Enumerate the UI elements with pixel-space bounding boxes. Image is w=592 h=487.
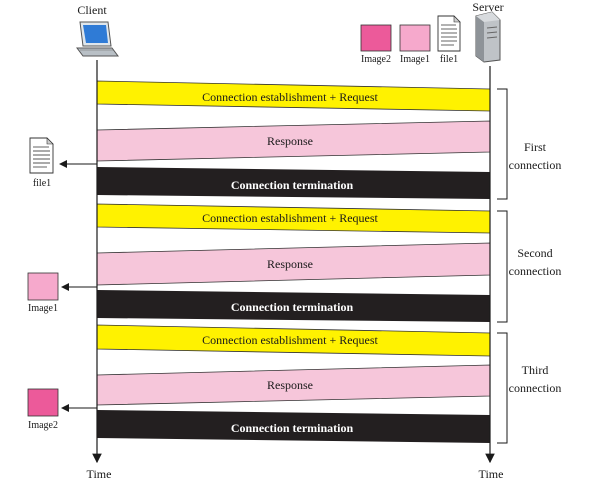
- termination-label: Connection termination: [231, 178, 354, 192]
- document-icon: [437, 15, 461, 52]
- connection-1: Connection establishment + Request Respo…: [96, 80, 491, 199]
- server-file-image1: Image1: [399, 24, 431, 65]
- server-time-label: Time: [479, 467, 504, 481]
- received-image1: Image1: [27, 272, 59, 314]
- received-file1: file1: [29, 137, 54, 189]
- image-square-icon: [399, 24, 431, 52]
- connection-3: Connection establishment + Request Respo…: [96, 324, 491, 443]
- document-icon: [29, 137, 54, 174]
- svg-text:file1: file1: [33, 178, 51, 189]
- svg-text:connection: connection: [509, 158, 562, 172]
- request-label: Connection establishment + Request: [202, 90, 378, 104]
- server-file-image2: Image2: [360, 24, 392, 65]
- svg-text:Image1: Image1: [400, 54, 430, 65]
- request-label: Connection establishment + Request: [202, 333, 378, 347]
- svg-text:Image2: Image2: [28, 420, 58, 431]
- connection-2: Connection establishment + Request Respo…: [96, 203, 491, 322]
- termination-band: [97, 290, 490, 322]
- client-time-label: Time: [87, 467, 112, 481]
- termination-label: Connection termination: [231, 421, 354, 435]
- connection-bracket-2: Second connection: [497, 210, 562, 323]
- svg-text:Image1: Image1: [28, 303, 58, 314]
- svg-text:file1: file1: [440, 54, 458, 65]
- svg-text:First: First: [524, 140, 547, 154]
- svg-text:Second: Second: [517, 246, 552, 260]
- termination-band: [97, 410, 490, 443]
- image-square-icon: [27, 272, 59, 301]
- server-file-file1: file1: [437, 15, 461, 65]
- image-square-icon: [360, 24, 392, 52]
- client-label: Client: [77, 3, 107, 17]
- image-square-icon: [27, 388, 59, 417]
- termination-label: Connection termination: [231, 300, 354, 314]
- server-label: Server: [472, 0, 503, 14]
- request-label: Connection establishment + Request: [202, 211, 378, 225]
- termination-band: [97, 167, 490, 199]
- received-image2: Image2: [27, 388, 59, 431]
- response-label: Response: [267, 257, 313, 271]
- response-label: Response: [267, 378, 313, 392]
- response-label: Response: [267, 134, 313, 148]
- svg-text:Image2: Image2: [361, 54, 391, 65]
- connection-bracket-1: First connection: [497, 88, 562, 200]
- server-tower-icon: [475, 11, 501, 63]
- svg-text:connection: connection: [509, 381, 562, 395]
- svg-text:Third: Third: [522, 363, 549, 377]
- laptop-icon: [76, 21, 119, 57]
- svg-text:connection: connection: [509, 264, 562, 278]
- connection-bracket-3: Third connection: [497, 332, 562, 444]
